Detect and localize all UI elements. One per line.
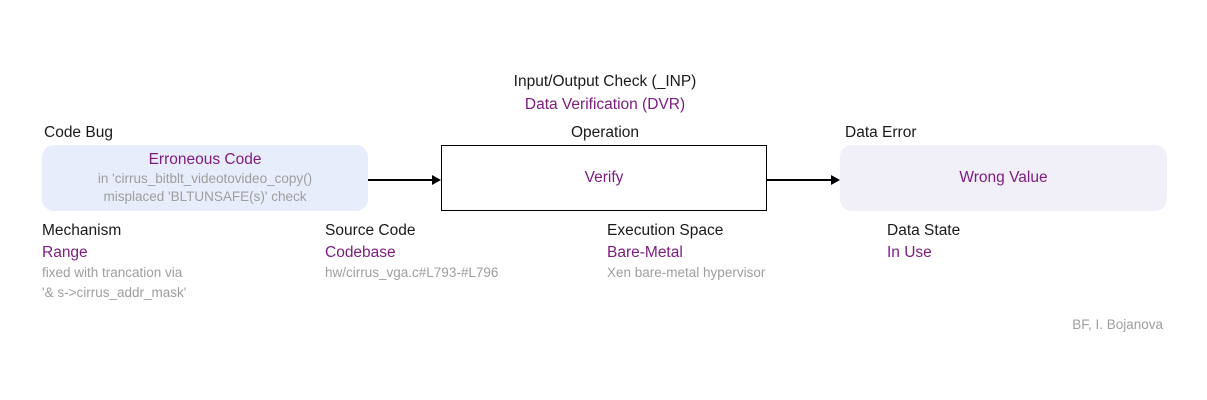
mechanism-label: Mechanism [42,222,122,239]
mechanism-detail-1: fixed with trancation via [42,265,183,280]
title-class-line: Input/Output Check (_INP) [513,73,697,90]
data-state-label: Data State [887,222,961,239]
data-state-value: In Use [887,244,932,261]
annotation-execution-space: Execution Space Bare-Metal Xen bare-meta… [607,219,765,283]
diagram-title: Input/Output Check (_INP) Data Verificat… [514,70,697,116]
execution-space-label: Execution Space [607,222,724,239]
source-code-label: Source Code [325,222,416,239]
annotation-source-code: Source Code Codebase hw/cirrus_vga.c#L79… [325,219,498,283]
section-label-operation: Operation [570,124,640,141]
execution-space-value: Bare-Metal [607,244,683,261]
section-label-code-bug: Code Bug [44,124,113,141]
mechanism-value: Range [42,244,88,261]
arrow-code-bug-to-operation [368,174,441,185]
mechanism-detail-2: '& s->cirrus_addr_mask' [42,285,187,300]
source-code-detail-1: hw/cirrus_vga.c#L793-#L796 [325,265,499,280]
arrow-operation-to-data-error [767,174,840,185]
arrow-line [767,179,832,181]
operation-box: Verify [441,145,767,211]
title-type-line: Data Verification (DVR) [524,96,686,113]
data-error-title: Wrong Value [959,169,1048,186]
execution-space-detail-1: Xen bare-metal hypervisor [607,265,766,280]
section-label-data-error: Data Error [845,124,917,141]
arrow-head-icon [432,174,441,185]
code-bug-title: Erroneous Code [148,150,262,168]
annotation-data-state: Data State In Use [887,219,960,263]
code-bug-detail-1: in 'cirrus_bitblt_videotovideo_copy() [97,170,313,186]
arrow-line [368,179,433,181]
code-bug-detail-2: misplaced 'BLTUNSAFE(s)' check [103,189,307,204]
source-code-value: Codebase [325,244,396,261]
annotation-mechanism: Mechanism Range fixed with trancation vi… [42,219,186,303]
attribution-text: BF, I. Bojanova [1072,317,1163,332]
operation-title: Verify [584,169,624,186]
code-bug-box: Erroneous Code in 'cirrus_bitblt_videoto… [42,145,368,211]
data-error-box: Wrong Value [840,145,1167,211]
arrow-head-icon [831,174,840,185]
